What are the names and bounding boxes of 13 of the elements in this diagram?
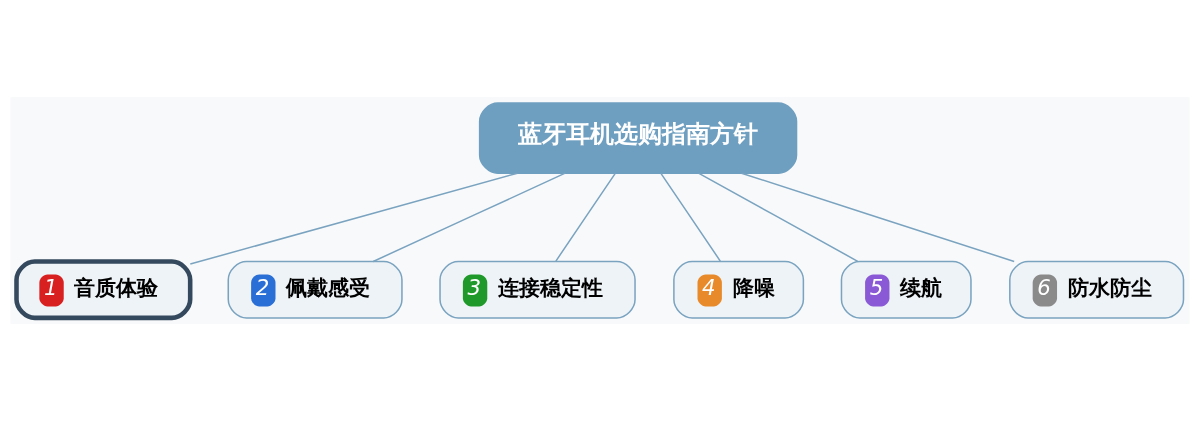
connector: [660, 172, 722, 262]
node-box: 3 连接稳定性: [439, 260, 636, 319]
connector: [189, 172, 519, 265]
connector: [698, 172, 859, 263]
node-box: 2 佩戴感受: [227, 260, 403, 319]
node-box: 1 音质体验: [14, 259, 193, 321]
connector: [372, 172, 566, 263]
connector: [555, 172, 617, 262]
node-box: 蓝牙耳机选购指南方针: [478, 102, 798, 174]
connector: [740, 172, 1015, 263]
node-box: 4 降噪: [673, 260, 805, 319]
node-box: 6 防水防尘: [1009, 260, 1185, 319]
node-box: 5 续航: [840, 260, 972, 319]
